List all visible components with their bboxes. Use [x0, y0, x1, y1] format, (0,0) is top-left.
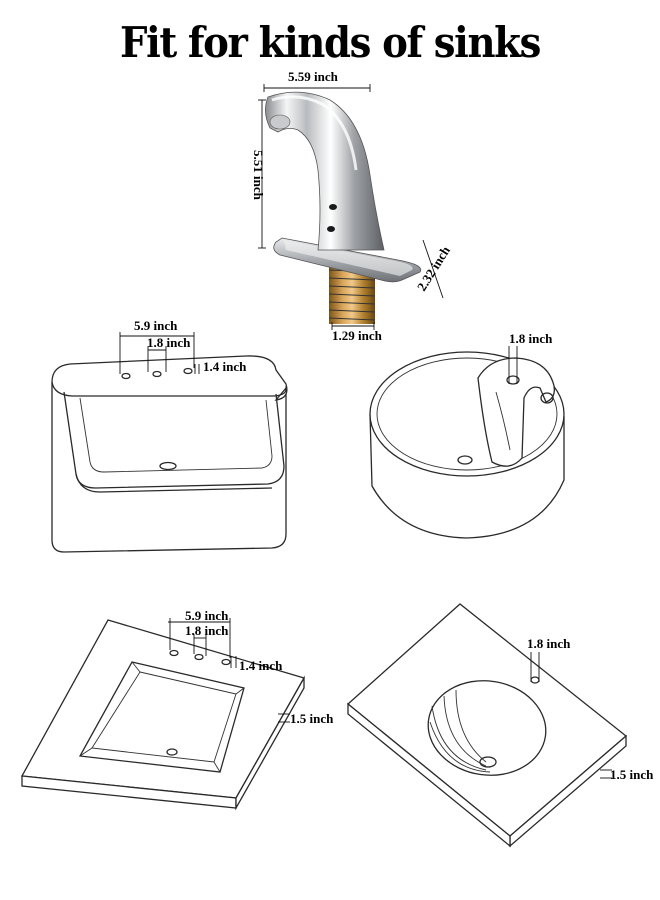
tap-hole-icon: [152, 370, 162, 378]
round-vessel-sink: [369, 351, 565, 539]
vanity-rect-hole-label: 1.4 inch: [239, 658, 283, 673]
vessel-rect-hole-label: 1.4 inch: [203, 359, 247, 374]
page-title: Fit for kinds of sinks: [120, 18, 541, 67]
vanity-rect-span-label: 5.9 inch: [185, 608, 229, 623]
vanity-oval-hole-label: 1.8 inch: [527, 636, 571, 651]
drain-icon: [479, 756, 497, 768]
vessel-rect-span-label: 5.9 inch: [134, 318, 178, 333]
vanity-rect-spacing-label: 1.8 inch: [185, 623, 229, 638]
faucet-shank-label: 1.29 inch: [332, 328, 383, 343]
vanity-rect-thickness-label: 1.5 inch: [290, 711, 334, 726]
faucet-body: [265, 91, 385, 251]
tap-hole-icon: [183, 367, 193, 375]
oval-vanity-top: [346, 603, 628, 848]
drain-icon: [159, 461, 177, 471]
rectangular-vanity-top: [20, 619, 305, 811]
tap-hole-icon: [506, 375, 520, 385]
faucet-illustration: [265, 91, 422, 324]
faucet-shank-threads: [328, 269, 376, 321]
vessel-round-hole-label: 1.8 inch: [509, 331, 553, 346]
tap-hole-icon: [221, 658, 231, 666]
tap-hole-icon: [194, 653, 204, 661]
faucet-sensor-eye-icon: [329, 204, 337, 210]
drain-icon: [166, 748, 178, 756]
faucet-width-label: 5.59 inch: [288, 69, 339, 84]
faucet-sensor-eye-icon: [327, 226, 335, 232]
tap-hole-icon: [169, 649, 179, 657]
vessel-rect-spacing-label: 1.8 inch: [147, 335, 191, 350]
drain-icon: [457, 455, 473, 465]
faucet-height-label: 5.51 inch: [251, 150, 266, 201]
tap-hole-icon: [121, 372, 131, 380]
rectangular-vessel-sink: [51, 355, 288, 553]
vanity-oval-thickness-label: 1.5 inch: [610, 767, 654, 782]
